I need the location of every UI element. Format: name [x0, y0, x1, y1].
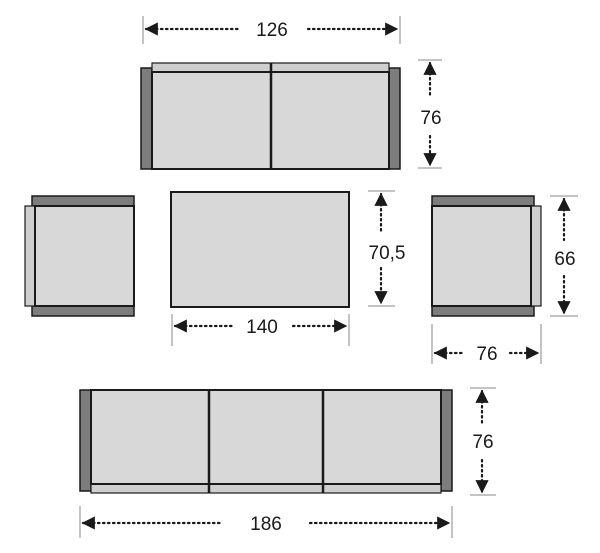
sofa-2-left-arm — [140, 67, 153, 170]
coffee-table-depth-label: 70,5 — [369, 243, 406, 264]
armchair-left-seat — [34, 205, 135, 307]
sofa-3-width-label: 186 — [250, 514, 282, 535]
coffee-table-depth-dimension: 70,5 — [368, 190, 406, 307]
armchair-right — [431, 195, 542, 317]
sofa-2-depth-dimension: 76 — [418, 59, 442, 169]
coffee-table-width-label: 140 — [246, 317, 278, 338]
armchair-right-top-arm — [431, 195, 535, 207]
armchair-right-seat — [431, 205, 532, 307]
sofa-2-depth-label: 76 — [420, 108, 441, 129]
sofa-3-seat-area — [90, 389, 442, 485]
armchair-right-width-label: 76 — [476, 344, 497, 365]
sofa-3-width-dimension: 186 — [79, 506, 453, 538]
armchair-left-bottom-arm — [31, 305, 135, 317]
armchair-right-width-dimension: 76 — [431, 324, 542, 365]
armchair-left-backrest — [24, 205, 36, 307]
coffee-table-top — [170, 191, 350, 308]
sofa-3-depth-label: 76 — [472, 432, 493, 453]
sofa-3-left-arm — [79, 389, 92, 492]
sofa-3-seat — [79, 389, 453, 494]
armchair-right-backrest — [530, 205, 542, 307]
armchair-right-depth-dimension: 66 — [550, 195, 578, 317]
coffee-table — [170, 191, 350, 308]
coffee-table-width-dimension: 140 — [171, 314, 350, 346]
sofa-2-width-dimension: 126 — [142, 16, 401, 44]
sofa-3-backrest — [90, 483, 442, 494]
sofa-3-right-arm — [440, 389, 453, 492]
sofa-2-right-arm — [388, 67, 401, 170]
armchair-left — [24, 195, 135, 317]
armchair-right-bottom-arm — [431, 305, 535, 317]
armchair-right-depth-label: 66 — [554, 249, 575, 270]
sofa-2-seat — [140, 62, 401, 170]
sofa-3-depth-dimension: 76 — [470, 387, 496, 496]
sofa-2-width-label: 126 — [256, 20, 288, 41]
armchair-left-top-arm — [31, 195, 135, 207]
